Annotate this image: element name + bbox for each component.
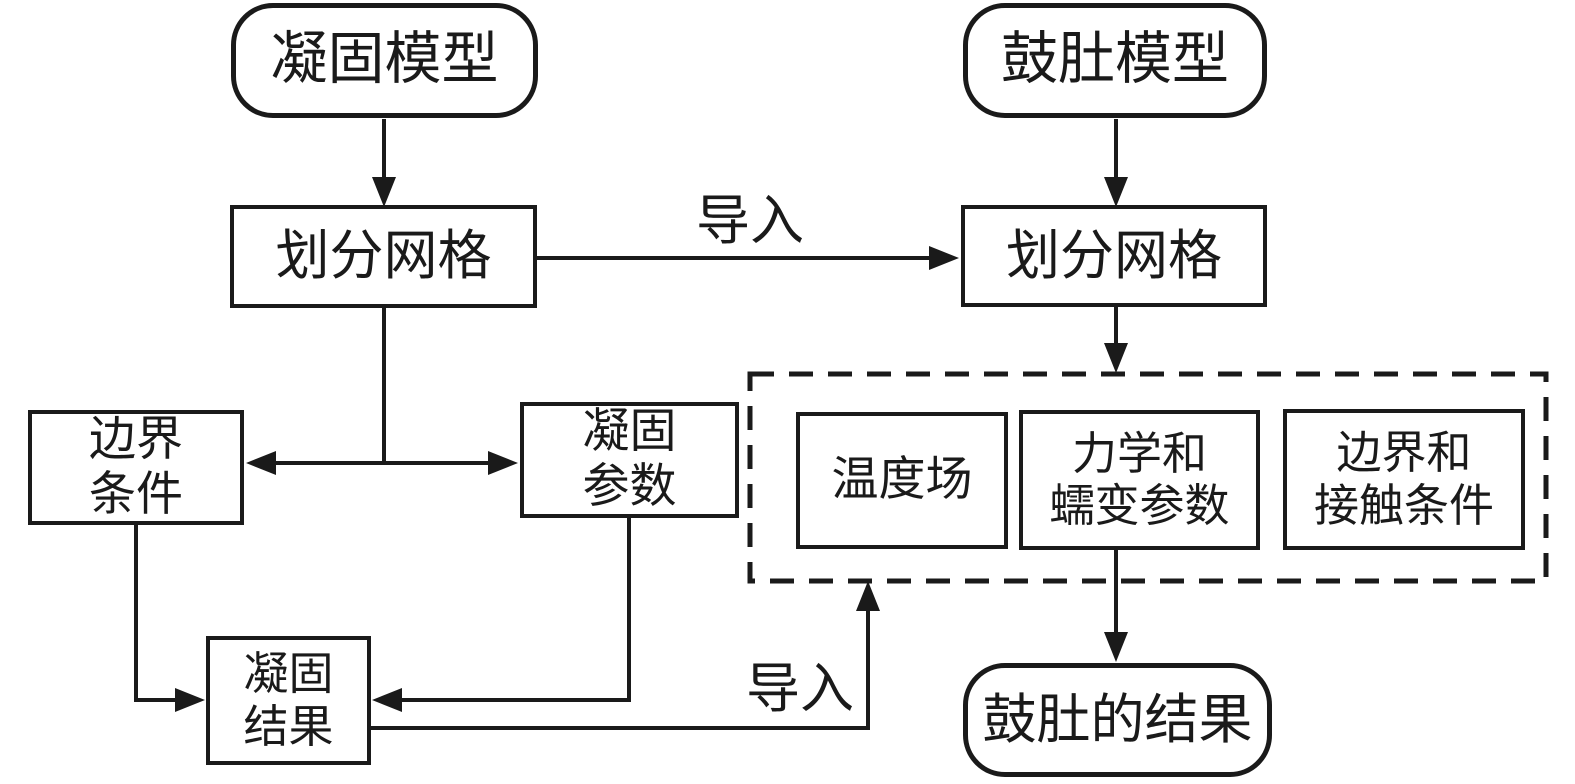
arrowhead-left-boundary [246,451,276,475]
node-label-line1: 凝固 [582,406,677,459]
node-label-line2: 蠕变参数 [1049,481,1230,531]
node-mechanics-creep-params: 力学和 蠕变参数 [1019,410,1260,550]
arrowhead-right-import-top [929,246,959,270]
node-label-line1: 边界 [89,413,183,466]
node-label: 凝固模型 [270,28,499,92]
node-label: 鼓肚模型 [1001,28,1229,92]
node-label-line2: 接触条件 [1313,480,1494,531]
arrowhead-down-mesh-right [1104,177,1128,207]
node-label-line1: 边界和 [1336,428,1472,479]
arrowhead-right-params [488,451,518,475]
node-label-line1: 力学和 [1071,428,1207,479]
node-solidification-model: 凝固模型 [231,3,538,118]
arrowhead-down-group [1104,343,1128,373]
node-bulging-result: 鼓肚的结果 [963,663,1272,777]
node-label: 鼓肚的结果 [982,689,1253,750]
node-label-line2: 结果 [243,701,334,752]
edge-boundary-to-result [134,524,178,702]
node-bulging-model: 鼓肚模型 [963,3,1267,118]
node-solidification-params: 凝固 参数 [520,402,739,518]
arrowhead-up-import-bottom [856,581,880,611]
edge-import-bottom [371,611,870,730]
node-boundary-conditions: 边界 条件 [28,410,244,525]
node-label-line2: 条件 [89,468,183,521]
node-label: 温度场 [831,454,973,507]
edge-params-to-result [400,517,631,702]
edge-label-import-top: 导入 [696,191,804,251]
arrowhead-down-bulge-result [1104,632,1128,662]
arrowhead-right-result [175,688,205,712]
node-temperature-field: 温度场 [796,412,1008,549]
arrowhead-down-mesh-left [372,177,396,207]
arrowhead-left-result [372,688,402,712]
node-label-line1: 凝固 [243,649,334,700]
dashed-group-border [747,371,1549,584]
node-label: 划分网格 [275,226,492,287]
node-boundary-contact-conditions: 边界和 接触条件 [1283,409,1525,550]
edge-label-import-bottom: 导入 [746,659,854,719]
node-mesh-right: 划分网格 [961,205,1267,307]
node-label-line2: 参数 [582,461,677,513]
node-label: 划分网格 [1006,225,1222,286]
node-solidification-result: 凝固 结果 [206,636,371,765]
node-mesh-left: 划分网格 [230,205,537,308]
